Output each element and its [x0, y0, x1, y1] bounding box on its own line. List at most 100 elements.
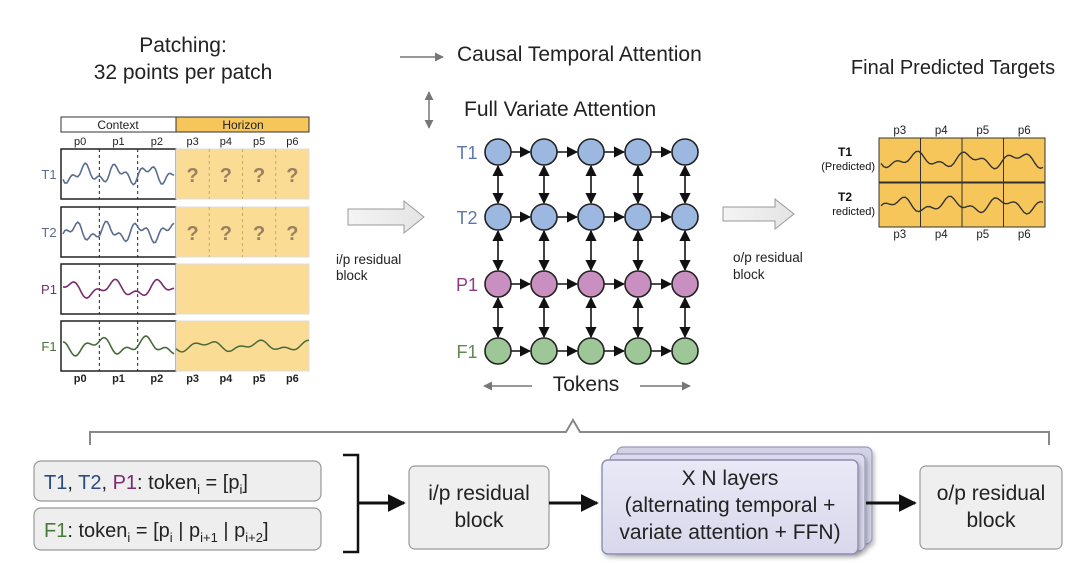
target-cell [1003, 137, 1046, 183]
token-node [671, 270, 699, 298]
target-cell [878, 182, 921, 228]
grid-row-label-f1: F1 [456, 342, 477, 362]
token-name-p1: P1 [113, 472, 137, 494]
token-node [671, 138, 699, 166]
unknown-patch-mark: ? [220, 223, 232, 245]
overview-brace [89, 418, 1050, 445]
patch-label-top-p3: p3 [187, 136, 199, 148]
token-box-tpp [33, 460, 322, 502]
patching-title-line2: 32 points per patch [94, 61, 273, 84]
ip-residual-label-line2: block [336, 268, 368, 283]
context-series-line [62, 161, 175, 186]
ip-residual-label-line1: i/p residual [336, 252, 401, 267]
patch-label-bottom-p3: p3 [186, 373, 199, 385]
target-patch-bottom-p6: p6 [1018, 229, 1031, 241]
patching-title-line1: Patching: [139, 34, 227, 57]
token-node [624, 203, 652, 231]
grid-row-label-p1: P1 [456, 275, 478, 295]
patch-label-bottom-p6: p6 [286, 373, 299, 385]
token-node [530, 203, 558, 231]
patch-label-bottom-p1: p1 [112, 373, 125, 385]
target-cell [1003, 182, 1046, 228]
patch-label-top-p5: p5 [253, 136, 265, 148]
token-node [671, 337, 699, 365]
unknown-patch-mark: ? [187, 165, 199, 187]
context-series-line [62, 335, 175, 357]
grid-row-label-t1: T1 [456, 143, 477, 163]
target-row-label: T1 [838, 145, 852, 159]
token-node [577, 203, 605, 231]
context-label: Context [97, 118, 139, 132]
patch-row-label: T2 [41, 225, 56, 240]
target-row-label: T2 [838, 190, 852, 204]
patch-label-bottom-p4: p4 [219, 373, 233, 385]
token-node [530, 270, 558, 298]
layers-line3: variate attention + FFN) [619, 521, 840, 544]
layers-line1: X N layers [682, 467, 779, 490]
token-node [484, 203, 512, 231]
patch-row-label: T1 [41, 167, 56, 182]
token-node [671, 203, 699, 231]
unknown-patch-mark: ? [187, 223, 199, 245]
token-node [530, 138, 558, 166]
target-patch-bottom-p3: p3 [893, 229, 906, 241]
layers-line2: (alternating temporal + [625, 494, 836, 517]
token-node [484, 337, 512, 365]
unknown-patch-mark: ? [220, 165, 232, 187]
unknown-patch-mark: ? [286, 165, 298, 187]
patch-row-p1: P1 [41, 263, 310, 315]
unknown-patch-mark: ? [286, 223, 298, 245]
layers-block [601, 459, 859, 555]
temporal-attention-label: Causal Temporal Attention [457, 43, 702, 66]
token-bracket [343, 453, 360, 554]
target-cell [878, 137, 921, 183]
context-series-line [62, 220, 175, 244]
context-cell [60, 263, 177, 315]
target-row-sublabel: redicted) [832, 206, 875, 218]
token-name-t2: T2 [78, 472, 101, 494]
tokens-label: Tokens [553, 373, 620, 396]
context-series-line [62, 278, 175, 299]
targets-title: Final Predicted Targets [851, 57, 1055, 79]
token-node [624, 337, 652, 365]
patch-row-t1: T1???? [41, 148, 310, 200]
token-node [530, 337, 558, 365]
patch-row-label: F1 [41, 339, 56, 354]
patch-label-top-p2: p2 [151, 136, 163, 148]
patch-label-bottom-p0: p0 [74, 373, 87, 385]
layers-stack [601, 446, 873, 555]
patch-label-top-p0: p0 [74, 136, 86, 148]
horizon-header [175, 116, 310, 133]
token-name-t1: T1 [44, 472, 67, 494]
patch-label-top-p4: p4 [220, 136, 232, 148]
variate-attention-label: Full Variate Attention [464, 98, 656, 121]
target-series-line [880, 195, 1044, 215]
token-formula-tpp: T1, T2, P1: tokeni = [pi] [44, 472, 248, 497]
op-residual-block [919, 465, 1063, 550]
patch-label-bottom-p2: p2 [150, 373, 163, 385]
target-patch-top-p6: p6 [1018, 125, 1031, 137]
token-box-f1 [33, 507, 322, 551]
target-row-t1: T1 (Predicted) [821, 137, 1046, 183]
patch-row-f1: F1 [41, 320, 310, 372]
horizon-cell [175, 263, 310, 315]
patch-label-top-p1: p1 [112, 136, 124, 148]
op-residual-label-line2: block [733, 267, 765, 282]
target-patch-bottom-p4: p4 [935, 229, 948, 241]
target-row-sublabel: (Predicted) [821, 161, 875, 173]
token-node [577, 138, 605, 166]
token-name-f1: F1 [44, 520, 67, 542]
token-formula-f1: F1: tokeni = [pi | pi+1 | pi+2] [44, 520, 269, 545]
target-row-t2: T2 redicted) [832, 182, 1046, 228]
token-node [484, 270, 512, 298]
context-cell [60, 206, 177, 258]
token-node [577, 270, 605, 298]
unknown-patch-mark: ? [253, 223, 265, 245]
ip-residual-block [408, 465, 550, 550]
patch-row-t2: T2???? [41, 206, 310, 258]
horizon-series-line [175, 339, 310, 353]
context-cell [60, 148, 177, 200]
token-node [624, 270, 652, 298]
